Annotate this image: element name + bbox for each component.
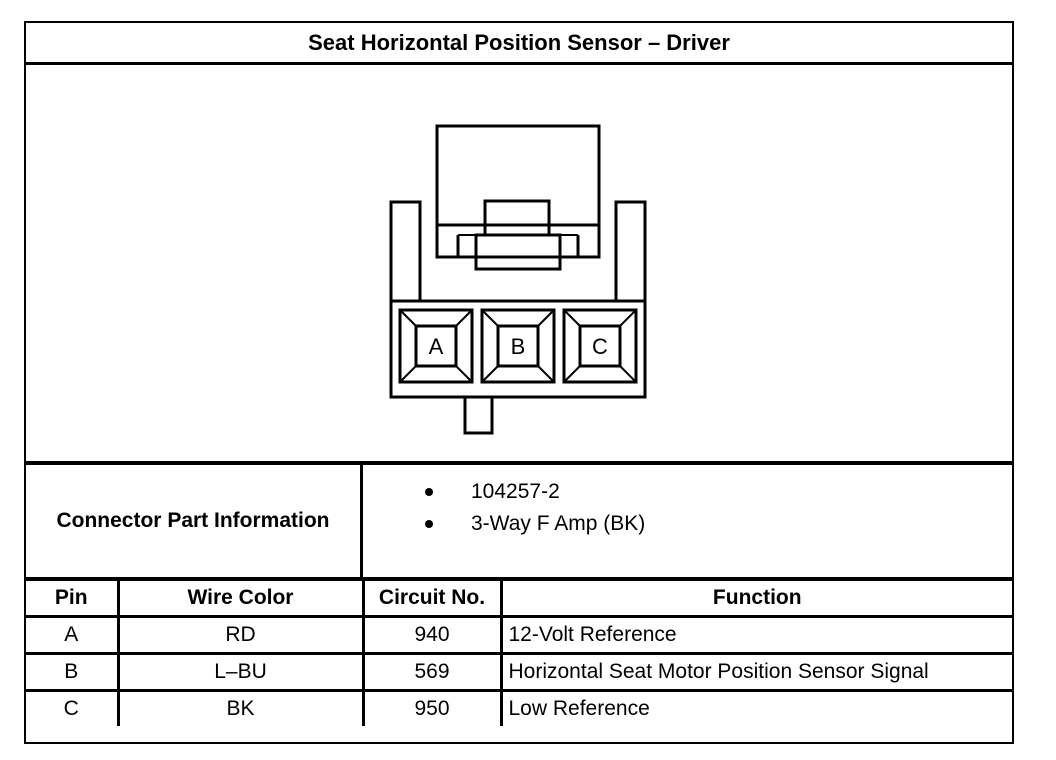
page-title: Seat Horizontal Position Sensor – Driver: [26, 23, 1012, 65]
pin-label: B: [511, 334, 526, 359]
part-info-list: 104257-2 3-Way F Amp (BK): [363, 461, 1012, 577]
pin-label: A: [429, 334, 444, 359]
cell-function: Horizontal Seat Motor Position Sensor Si…: [499, 652, 1012, 692]
bullet-icon: [425, 520, 433, 528]
cell-circuit-no: 950: [361, 689, 503, 726]
table-row: B L–BU 569 Horizontal Seat Motor Positio…: [26, 652, 1012, 692]
cell-wire-color: BK: [116, 689, 365, 726]
header-circuit-no: Circuit No.: [361, 577, 503, 618]
cell-pin: A: [26, 615, 120, 655]
table-header-row: Pin Wire Color Circuit No. Function: [26, 577, 1012, 618]
connector-right-arm: [614, 200, 647, 303]
connector-sheet: Seat Horizontal Position Sensor – Driver: [24, 21, 1014, 744]
pin-table: Pin Wire Color Circuit No. Function A RD…: [26, 577, 1012, 726]
cell-pin: B: [26, 652, 120, 692]
header-wire-color: Wire Color: [116, 577, 365, 618]
connector-drawing: A B C: [389, 124, 647, 435]
connector-top-housing: [435, 124, 601, 259]
cell-circuit-no: 569: [361, 652, 503, 692]
connector-latch-base: [474, 233, 562, 271]
connector-key: [463, 395, 494, 435]
connector-left-arm: [389, 200, 422, 303]
header-pin: Pin: [26, 577, 120, 618]
cell-pin: C: [26, 689, 120, 726]
pin-cavity-b: B: [480, 308, 556, 384]
connector-diagram: A B C: [26, 65, 1012, 461]
cell-wire-color: L–BU: [116, 652, 365, 692]
pin-cavity-a: A: [398, 308, 474, 384]
table-row: A RD 940 12-Volt Reference: [26, 615, 1012, 655]
cell-circuit-no: 940: [361, 615, 503, 655]
cell-function: 12-Volt Reference: [499, 615, 1012, 655]
bullet-icon: [425, 488, 433, 496]
header-function: Function: [499, 577, 1012, 618]
table-row: C BK 950 Low Reference: [26, 689, 1012, 726]
connector-latch: [483, 199, 551, 237]
cell-wire-color: RD: [116, 615, 365, 655]
cell-function: Low Reference: [499, 689, 1012, 726]
connector-body: [389, 299, 647, 399]
pin-label: C: [592, 334, 608, 359]
part-info-label: Connector Part Information: [26, 461, 363, 577]
pin-cavity-c: C: [562, 308, 638, 384]
